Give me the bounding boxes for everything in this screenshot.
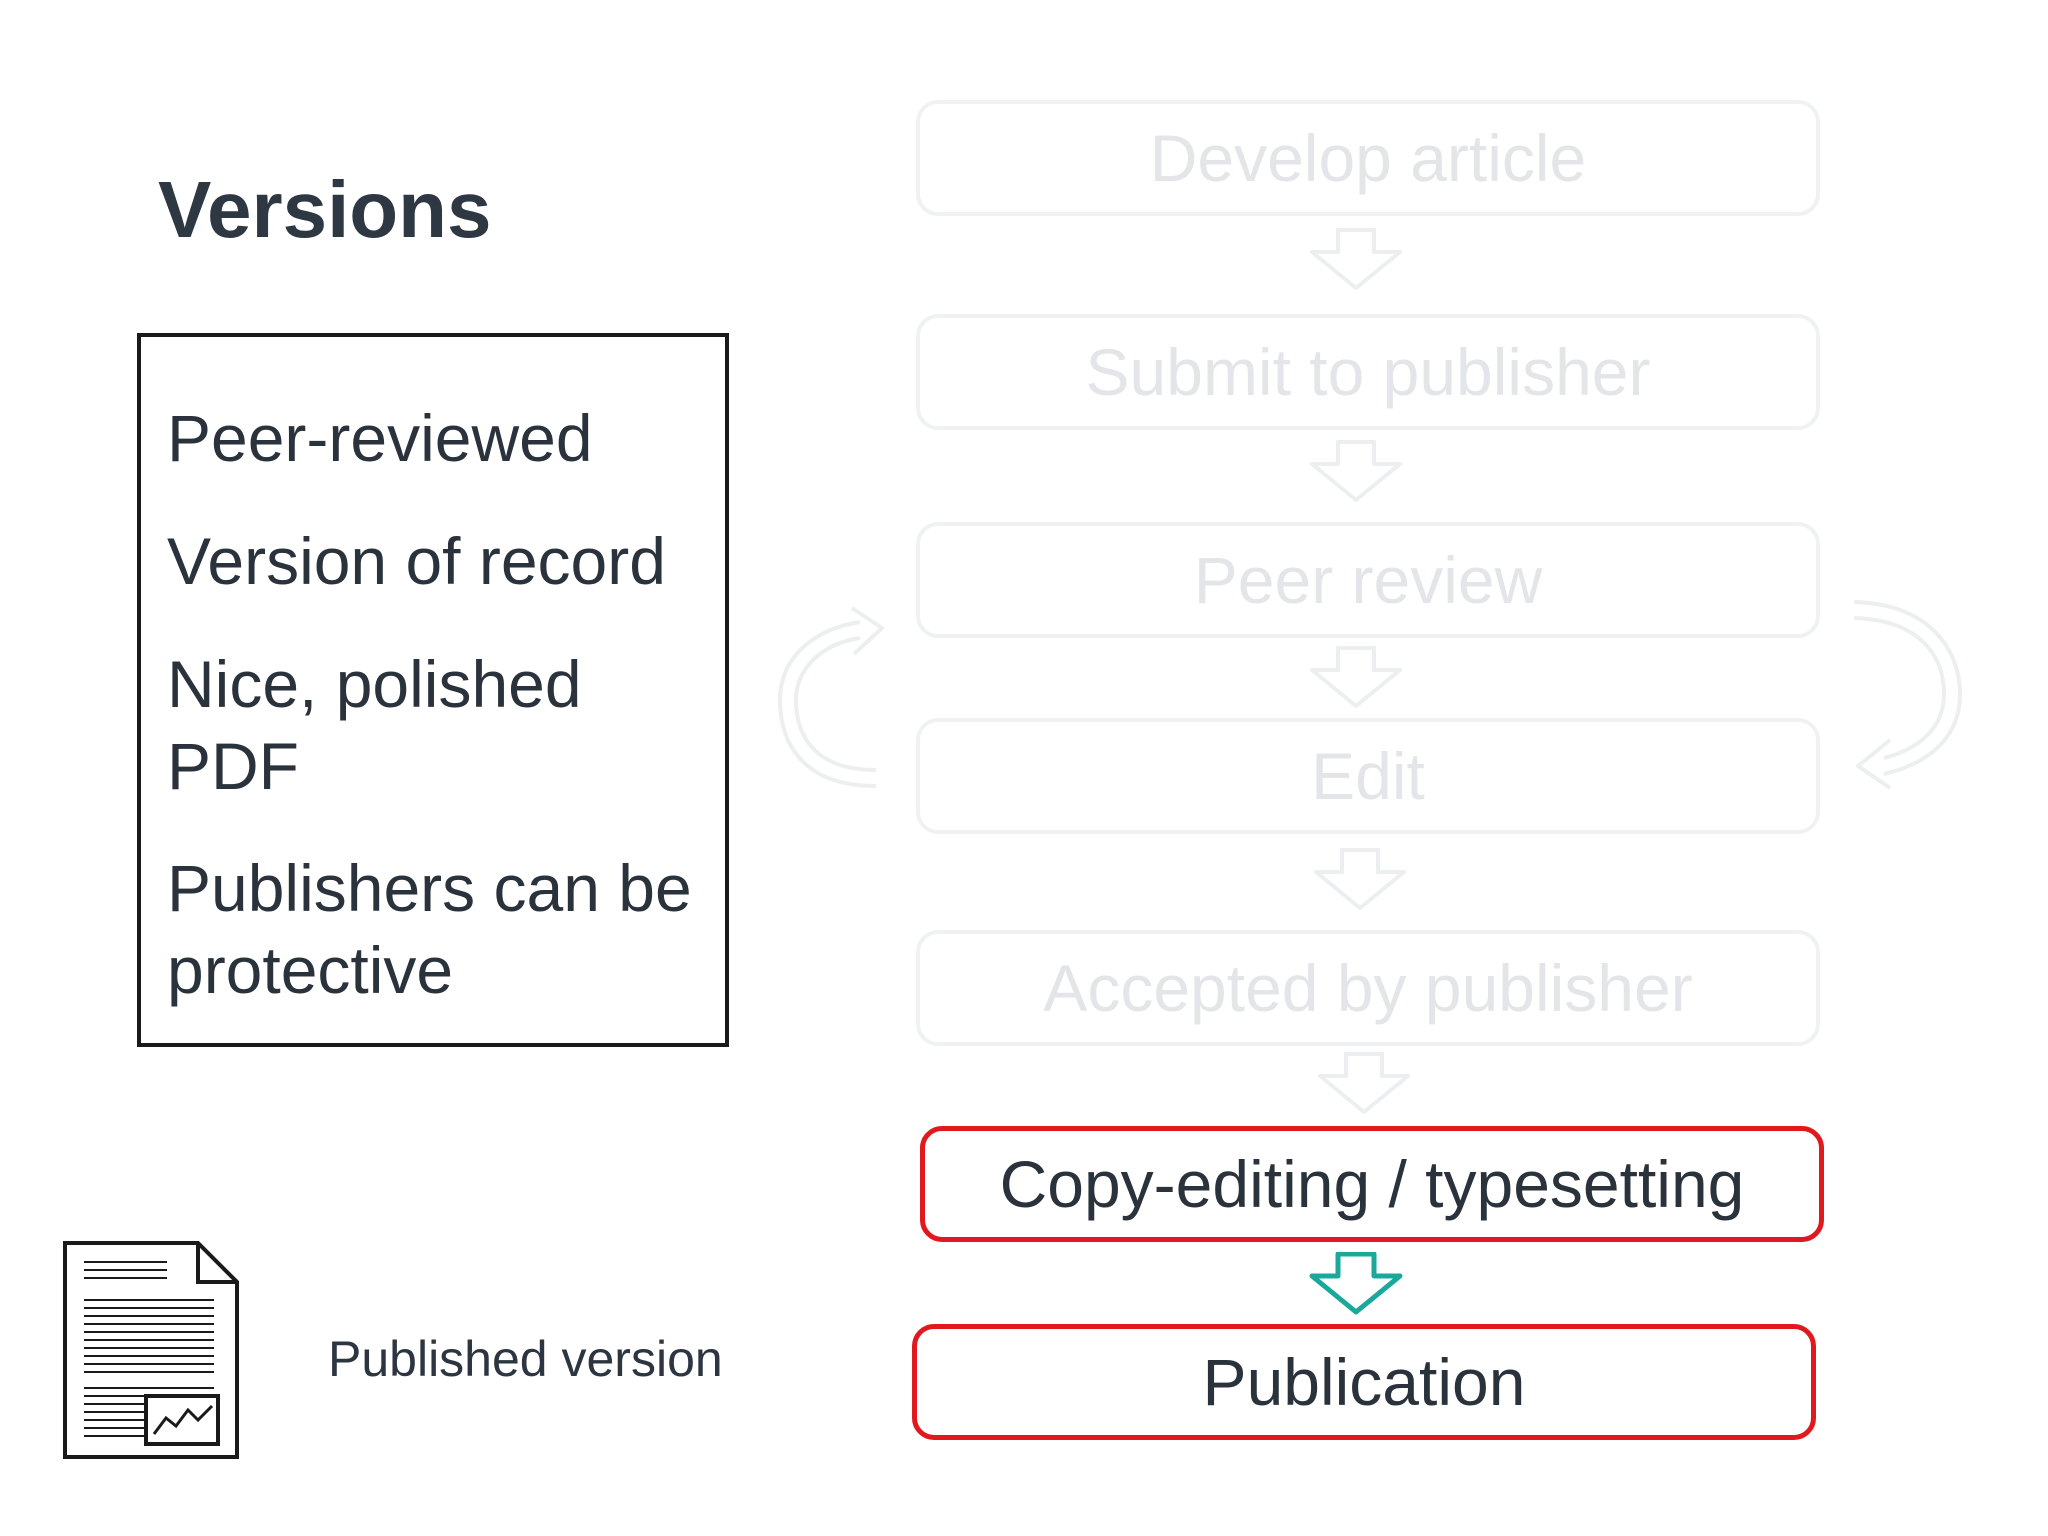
arrow-down-icon (1310, 228, 1402, 290)
arrow-down-icon (1318, 1052, 1410, 1114)
versions-info-box: Peer-reviewed Version of record Nice, po… (137, 333, 729, 1047)
slide-title: Versions (158, 165, 492, 254)
cycle-arrow-left-icon (777, 606, 884, 788)
step-accepted-by-publisher: Accepted by publisher (916, 930, 1820, 1046)
info-item-publishers-protective: Publishers can be protective (167, 851, 692, 1007)
step-copy-editing-typesetting: Copy-editing / typesetting (920, 1126, 1824, 1242)
document-icon (63, 1241, 239, 1459)
arrow-down-active-icon (1309, 1252, 1403, 1315)
step-edit: Edit (916, 718, 1820, 834)
arrow-down-icon (1310, 440, 1402, 502)
step-develop-article: Develop article (916, 100, 1820, 216)
info-item-version-of-record: Version of record (167, 524, 666, 598)
step-submit-to-publisher: Submit to publisher (916, 314, 1820, 430)
cycle-arrow-right-icon (1853, 600, 1963, 790)
document-label: Published version (328, 1331, 723, 1387)
info-item-peer-reviewed: Peer-reviewed (167, 401, 593, 475)
info-item-polished-pdf: Nice, polished PDF (167, 647, 582, 803)
step-publication: Publication (912, 1324, 1816, 1440)
arrow-down-icon (1310, 646, 1402, 708)
step-peer-review: Peer review (916, 522, 1820, 638)
arrow-down-icon (1314, 848, 1406, 910)
